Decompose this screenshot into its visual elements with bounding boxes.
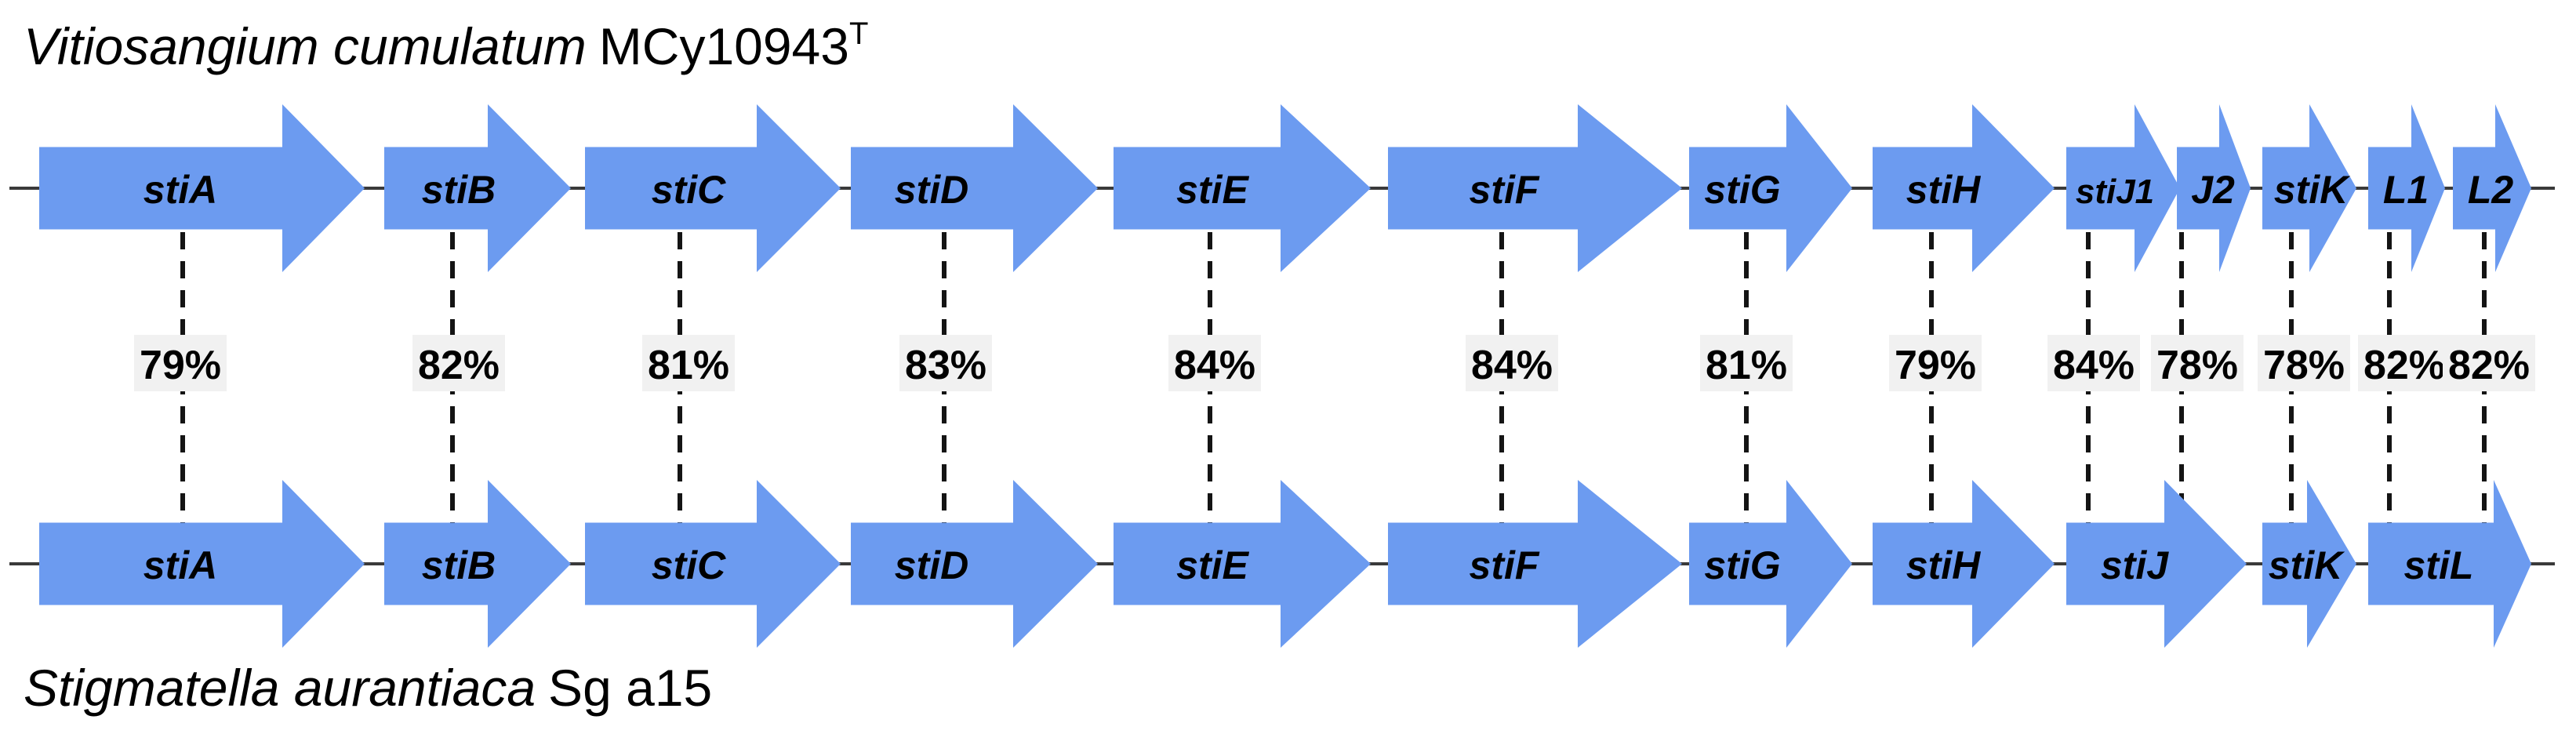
identity-value-L2: 82% — [2448, 343, 2530, 388]
gene-label-top-stiC: stiC — [652, 168, 726, 212]
gene-label-bottom-stiD: stiD — [895, 543, 968, 587]
bottom-organism-species: Stigmatella aurantiaca — [24, 659, 536, 717]
gene-arrow-top-stiF — [1388, 104, 1682, 272]
gene-arrow-bottom-stiB — [384, 480, 571, 648]
gene-arrow-top-stiC — [585, 104, 841, 272]
identity-badge-bg-stiF — [1466, 335, 1558, 391]
identity-badge-bg-stiD — [899, 335, 992, 391]
gene-label-bottom-stiL: stiL — [2404, 543, 2474, 587]
bottom-organism-strain: Sg a15 — [548, 659, 712, 717]
gene-label-top-stiA: stiA — [144, 168, 217, 212]
identity-value-stiD: 83% — [905, 343, 986, 388]
top-organism-type-superscript: T — [849, 16, 868, 51]
identity-value-stiJ1: 84% — [2053, 343, 2135, 388]
identity-badge-bg-stiE — [1168, 335, 1261, 391]
identity-badge-bg-stiH — [1889, 335, 1982, 391]
gene-label-bottom-stiJ: stiJ — [2101, 543, 2169, 587]
gene-arrow-top-L2 — [2453, 104, 2531, 272]
top-organism-strain: MCy10943 — [599, 17, 849, 75]
gene-label-bottom-stiH: stiH — [1906, 543, 1981, 587]
identity-value-J2: 78% — [2156, 343, 2238, 388]
top-organism-species: Vitiosangium cumulatum — [24, 17, 587, 75]
gene-label-top-stiF: stiF — [1470, 168, 1540, 212]
gene-label-bottom-stiG: stiG — [1704, 543, 1780, 587]
identity-badge-bg-stiK — [2258, 335, 2350, 391]
identity-badge-bg-stiC — [642, 335, 735, 391]
identity-value-stiC: 81% — [648, 343, 729, 388]
gene-label-top-stiJ1: stiJ1 — [2076, 173, 2154, 211]
gene-label-bottom-stiK: stiK — [2269, 543, 2345, 587]
gene-arrow-bottom-stiG — [1689, 480, 1852, 648]
gene-label-bottom-stiF: stiF — [1470, 543, 1540, 587]
gene-arrow-top-stiH — [1873, 104, 2055, 272]
gene-label-bottom-stiB: stiB — [422, 543, 496, 587]
gene-arrow-top-stiJ1 — [2066, 104, 2180, 272]
gene-arrow-top-stiK — [2262, 104, 2356, 272]
gene-label-top-stiE: stiE — [1176, 168, 1249, 212]
gene-label-top-stiH: stiH — [1906, 168, 1981, 212]
identity-badge-bg-stiA — [134, 335, 227, 391]
gene-label-top-stiK: stiK — [2274, 168, 2351, 212]
gene-arrow-bottom-stiE — [1114, 480, 1371, 648]
gene-arrow-bottom-stiK — [2262, 480, 2356, 648]
gene-arrow-top-stiD — [851, 104, 1098, 272]
gene-arrow-bottom-stiD — [851, 480, 1098, 648]
gene-arrow-top-stiA — [39, 104, 365, 272]
gene-arrow-top-L1 — [2368, 104, 2445, 272]
identity-badge-bg-J2 — [2151, 335, 2244, 391]
identity-badge-bg-L2 — [2443, 335, 2535, 391]
gene-label-top-L1: L1 — [2383, 168, 2429, 212]
identity-value-stiA: 79% — [140, 343, 221, 388]
gene-label-bottom-stiA: stiA — [144, 543, 217, 587]
gene-arrow-bottom-stiH — [1873, 480, 2055, 648]
identity-value-stiB: 82% — [418, 343, 500, 388]
identity-value-stiE: 84% — [1174, 343, 1255, 388]
gene-arrow-top-J2 — [2177, 104, 2251, 272]
gene-label-top-stiG: stiG — [1704, 168, 1780, 212]
identity-value-stiG: 81% — [1706, 343, 1787, 388]
identity-label-layer: 79%82%81%83%84%84%81%79%84%78%78%82%82% — [134, 335, 2535, 391]
gene-label-top-stiD: stiD — [895, 168, 968, 212]
gene-label-top-L2: L2 — [2468, 168, 2514, 212]
identity-badge-bg-stiJ1 — [2047, 335, 2140, 391]
gene-label-bottom-stiC: stiC — [652, 543, 726, 587]
identity-value-stiK: 78% — [2263, 343, 2345, 388]
gene-arrow-top-stiE — [1114, 104, 1371, 272]
identity-value-L1: 82% — [2363, 343, 2445, 388]
gene-arrow-bottom-stiA — [39, 480, 365, 648]
gene-label-top-J2: J2 — [2191, 168, 2235, 212]
identity-badge-bg-stiG — [1700, 335, 1793, 391]
gene-arrow-bottom-stiF — [1388, 480, 1682, 648]
gene-arrow-bottom-stiC — [585, 480, 841, 648]
gene-label-bottom-stiE: stiE — [1176, 543, 1249, 587]
identity-value-stiF: 84% — [1471, 343, 1553, 388]
identity-badge-bg-stiB — [412, 335, 505, 391]
gene-arrow-top-stiB — [384, 104, 571, 272]
identity-badge-bg-L1 — [2358, 335, 2451, 391]
gene-arrow-layer: stiA stiB stiC stiD stiE stiF stiG stiH stiJ1 J2 s… — [39, 104, 2531, 648]
gene-arrow-bottom-stiL — [2368, 480, 2531, 648]
gene-arrow-top-stiG — [1689, 104, 1852, 272]
gene-arrow-bottom-stiJ — [2066, 480, 2247, 648]
gene-label-top-stiB: stiB — [422, 168, 496, 212]
identity-value-stiH: 79% — [1895, 343, 1976, 388]
